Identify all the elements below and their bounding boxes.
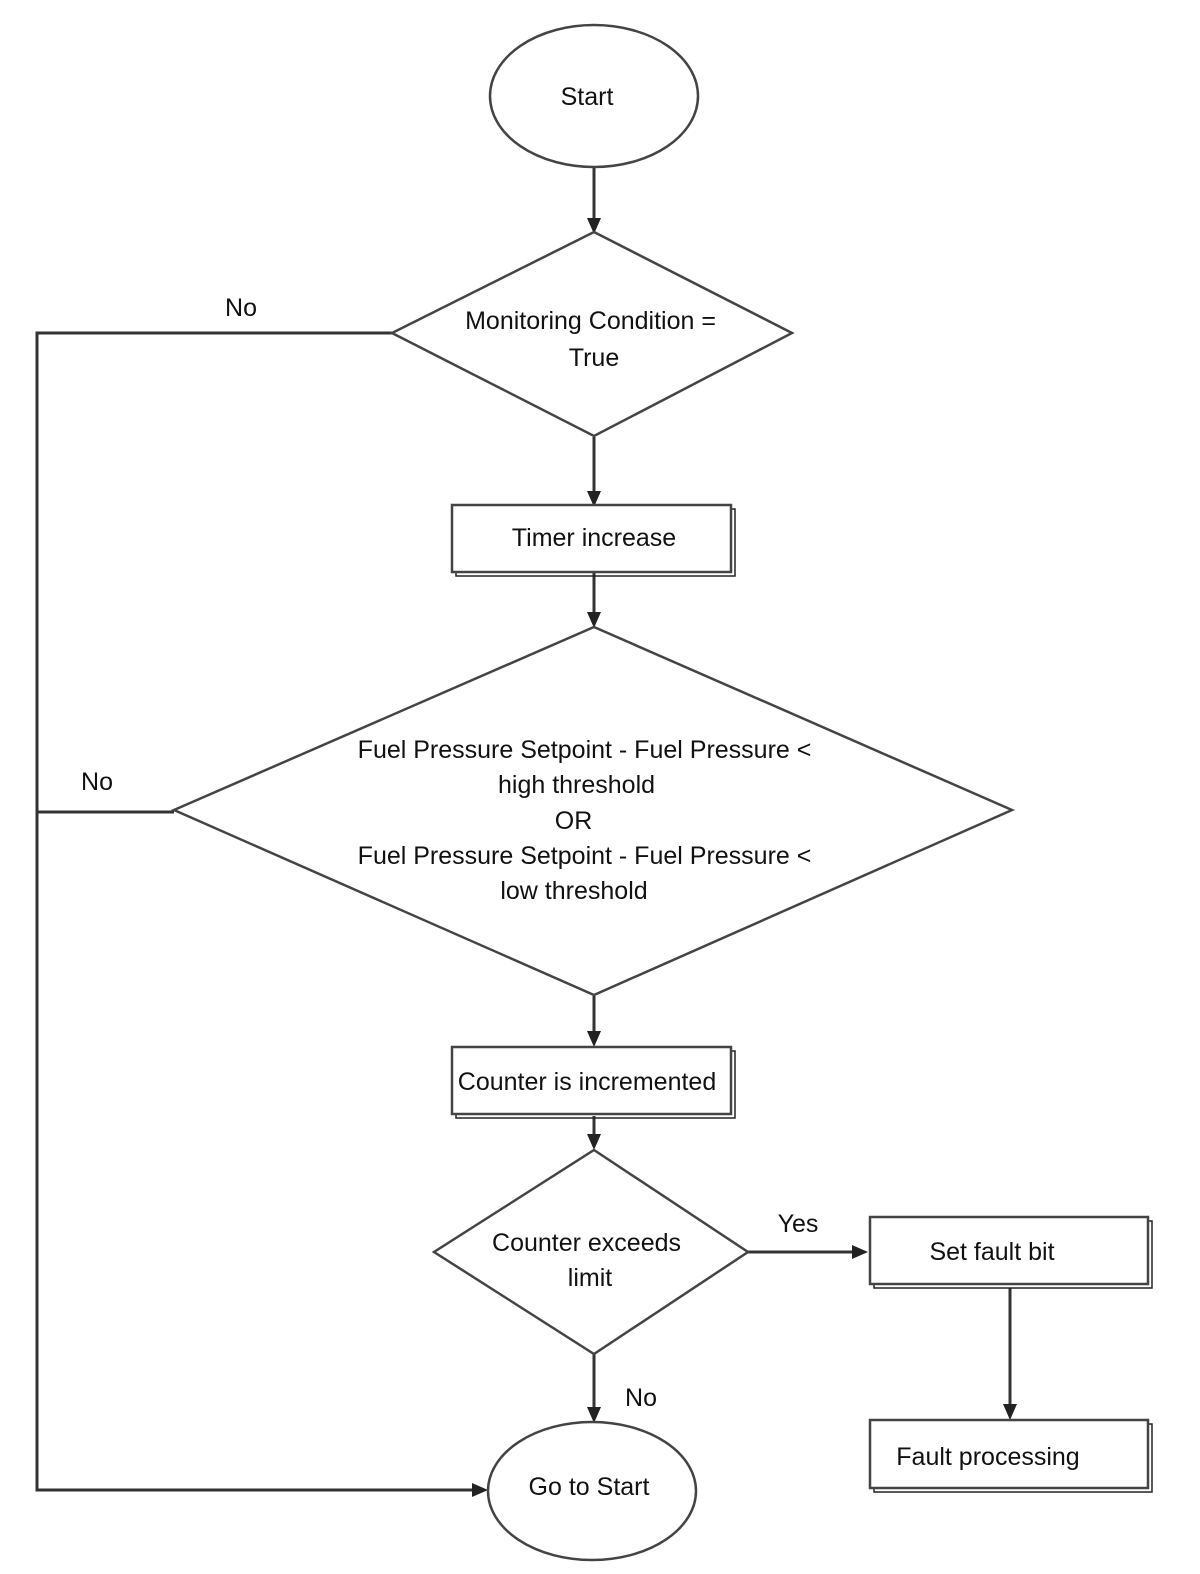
counter-incremented-label: Counter is incremented xyxy=(458,1068,716,1096)
timer-increase-box: Timer increase xyxy=(450,503,736,577)
start-terminal: Start xyxy=(488,23,700,169)
counter-yes-label: Yes xyxy=(778,1210,819,1238)
set-fault-bit-label: Set fault bit xyxy=(929,1238,1054,1266)
arrowhead-processing xyxy=(1003,1404,1017,1420)
arrowhead-fuel xyxy=(587,612,601,628)
start-label: Start xyxy=(561,83,614,111)
fuel-pressure-label: Fuel Pressure Setpoint - Fuel Pressure <… xyxy=(358,736,819,905)
arrowhead-monitoring xyxy=(587,218,601,234)
fuel-pressure-decision: Fuel Pressure Setpoint - Fuel Pressure <… xyxy=(170,625,1016,997)
counter-exceeds-label: Counter exceeds limit xyxy=(492,1229,688,1292)
monitoring-condition-line-2: True xyxy=(569,344,619,372)
fuel-pressure-line-5: low threshold xyxy=(500,877,647,905)
monitoring-condition-decision: Monitoring Condition = True xyxy=(389,230,795,438)
fuel-pressure-line-4: Fuel Pressure Setpoint - Fuel Pressure < xyxy=(358,842,812,870)
monitoring-no-label: No xyxy=(225,294,257,322)
connectors xyxy=(35,166,1017,1497)
counter-incremented-box: Counter is incremented xyxy=(450,1045,736,1119)
fault-processing-box: Fault processing xyxy=(868,1418,1153,1493)
counter-exceeds-line-1: Counter exceeds xyxy=(492,1229,681,1257)
fuel-pressure-line-2: high threshold xyxy=(498,771,655,799)
edge-monitoring-no-loop xyxy=(35,331,478,1492)
monitoring-condition-label: Monitoring Condition = True xyxy=(465,307,723,372)
set-fault-bit-box: Set fault bit xyxy=(868,1215,1153,1289)
arrowhead-set-fault xyxy=(852,1245,868,1259)
monitoring-condition-line-1: Monitoring Condition = xyxy=(465,307,716,335)
timer-increase-label: Timer increase xyxy=(512,524,676,552)
counter-exceeds-decision: Counter exceeds limit xyxy=(431,1148,751,1356)
fuel-pressure-line-1: Fuel Pressure Setpoint - Fuel Pressure < xyxy=(358,736,812,764)
go-to-start-label: Go to Start xyxy=(529,1473,650,1501)
counter-exceeds-line-2: limit xyxy=(568,1264,612,1292)
go-to-start-terminal: Go to Start xyxy=(486,1420,698,1562)
fault-processing-label: Fault processing xyxy=(896,1443,1079,1471)
arrowhead-timer xyxy=(587,491,601,507)
counter-no-label: No xyxy=(625,1384,657,1412)
arrowhead-exceeds xyxy=(587,1134,601,1150)
edge-labels: No No Yes No xyxy=(81,294,818,1412)
fuel-pressure-line-3: OR xyxy=(555,807,593,835)
arrowhead-counter xyxy=(587,1031,601,1047)
arrowhead-goto-top xyxy=(587,1407,601,1423)
fuel-no-label: No xyxy=(81,768,113,796)
arrowhead-goto-left xyxy=(472,1483,488,1497)
